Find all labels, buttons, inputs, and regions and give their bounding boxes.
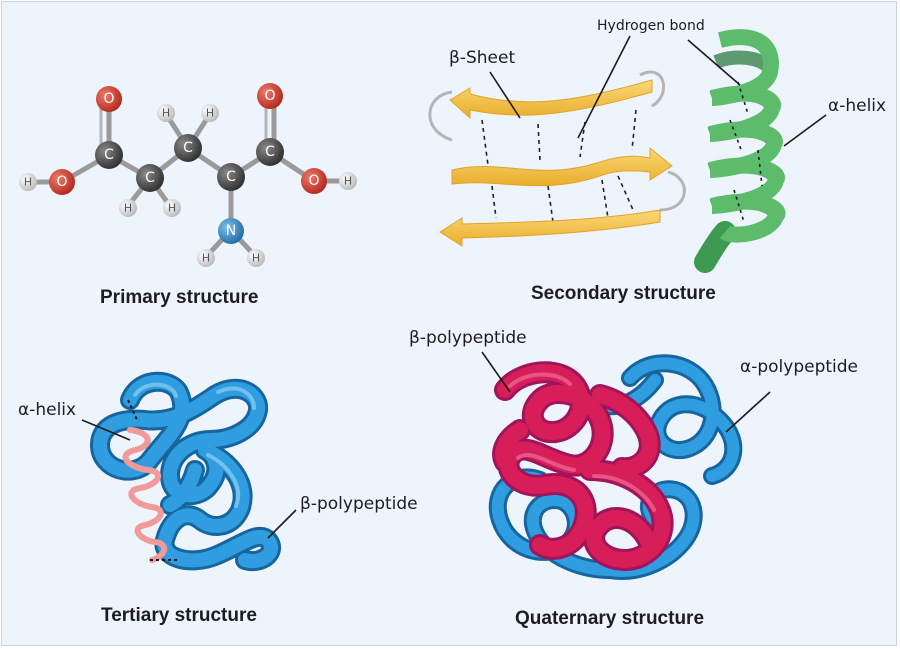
atom-hydrogen-7: H <box>247 249 265 267</box>
hydrogen-bond-lines <box>481 109 637 223</box>
atom-carbon-5: C <box>256 138 284 166</box>
tertiary-structure-title: Tertiary structure <box>101 605 257 626</box>
leader-lines <box>81 35 827 539</box>
atom-oxygen-2: O <box>49 169 75 195</box>
tertiary-protein-graphic <box>90 371 281 572</box>
atom-hydrogen-1: H <box>19 173 37 191</box>
svg-text:H: H <box>206 107 214 120</box>
alpha-polypeptide-label: α-polypeptide <box>740 357 858 377</box>
molecule-bonds <box>25 95 351 260</box>
svg-text:C: C <box>265 144 275 160</box>
atom-carbon-3: C <box>174 134 202 162</box>
atom-hydrogen-2: H <box>119 199 137 217</box>
svg-text:N: N <box>226 223 236 239</box>
quaternary-structure-title: Quaternary structure <box>515 608 705 629</box>
beta-polypeptide-tertiary-label: β-polypeptide <box>300 494 418 514</box>
svg-text:O: O <box>264 88 275 104</box>
svg-text:H: H <box>162 107 170 120</box>
hydrogen-bond-label: Hydrogen bond <box>597 18 705 34</box>
alpha-helix-secondary-label: α-helix <box>828 96 887 116</box>
svg-text:C: C <box>183 140 193 156</box>
atom-hydrogen-4: H <box>157 104 175 122</box>
atom-carbon-2: C <box>136 164 164 192</box>
atom-oxygen-3: O <box>257 83 283 109</box>
svg-text:H: H <box>252 252 260 265</box>
secondary-structure-title: Secondary structure <box>531 283 716 304</box>
atom-hydrogen-5: H <box>201 104 219 122</box>
beta-sheet-graphic <box>428 70 686 247</box>
sheet-strand-3 <box>439 209 661 247</box>
alpha-helix-tertiary-label: α-helix <box>18 400 77 420</box>
atom-oxygen-1: O <box>96 86 122 112</box>
quaternary-protein-graphic <box>488 354 743 580</box>
svg-text:H: H <box>124 202 132 215</box>
beta-polypeptide-quaternary-label: β-polypeptide <box>409 328 527 348</box>
svg-text:C: C <box>226 169 236 185</box>
beta-sheet-label: β-Sheet <box>449 48 516 68</box>
atom-carbon-4: C <box>217 163 245 191</box>
svg-text:C: C <box>145 170 155 186</box>
svg-text:O: O <box>103 91 114 107</box>
atom-hydrogen-3: H <box>163 199 181 217</box>
svg-text:O: O <box>308 173 319 189</box>
svg-text:C: C <box>104 147 114 163</box>
svg-text:O: O <box>56 174 67 190</box>
svg-text:H: H <box>344 175 352 188</box>
primary-structure-title: Primary structure <box>100 287 259 308</box>
svg-text:H: H <box>202 252 210 265</box>
molecule-atoms: O C O H C H H C H H C N H H C O O H <box>19 83 357 267</box>
primary-molecule: O C O H C H H C H H C N H H C O O H <box>19 83 357 267</box>
sheet-strand-1 <box>449 79 653 120</box>
alpha-helix-graphic <box>694 29 786 273</box>
atom-hydrogen-8: H <box>339 172 357 190</box>
sheet-loops <box>428 70 686 212</box>
atom-hydrogen-6: H <box>197 249 215 267</box>
svg-text:H: H <box>24 176 32 189</box>
sheet-strand-2 <box>451 146 673 187</box>
atom-nitrogen-1: N <box>218 218 244 244</box>
atom-carbon-1: C <box>95 141 123 169</box>
tertiary-helix-ribbon <box>122 427 168 563</box>
atom-oxygen-4: O <box>301 168 327 194</box>
svg-text:H: H <box>168 202 176 215</box>
